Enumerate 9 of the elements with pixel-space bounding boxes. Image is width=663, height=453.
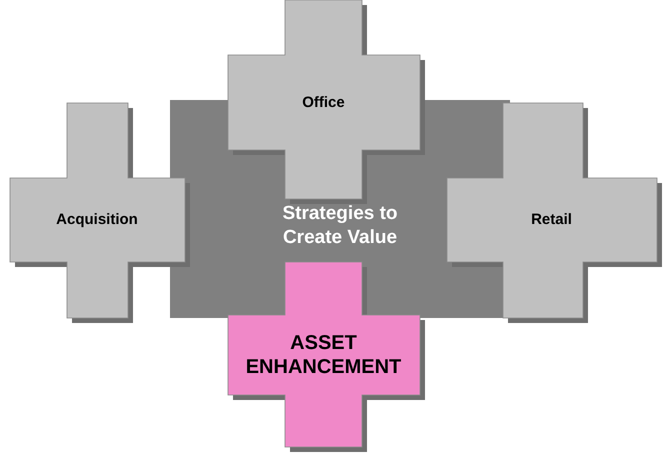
cross-shape — [228, 0, 425, 204]
cross-shape — [228, 262, 425, 452]
panel-title: Strategies to Create Value — [281, 202, 399, 250]
cross-shape — [447, 103, 662, 323]
cross-label: Retail — [531, 211, 572, 229]
cross-label: Office — [302, 94, 345, 112]
cross-shape — [10, 103, 190, 323]
cross-label: ASSET ENHANCEMENT — [244, 331, 402, 379]
cross-label: Acquisition — [56, 211, 138, 229]
